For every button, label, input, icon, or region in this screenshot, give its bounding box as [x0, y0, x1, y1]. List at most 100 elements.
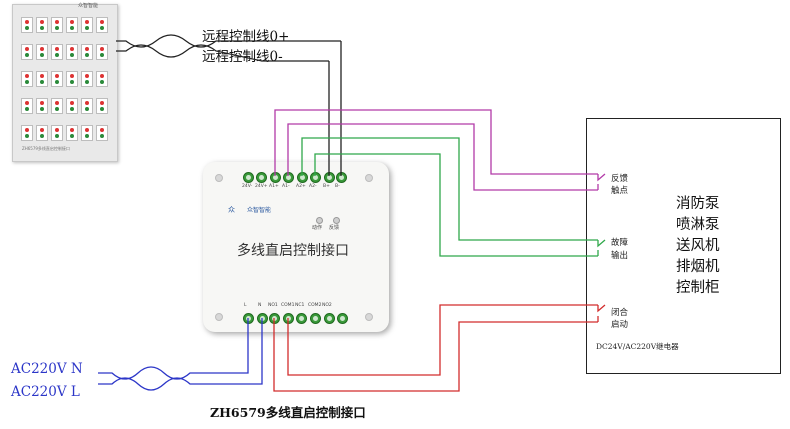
remote-twisted-pair-2	[116, 44, 329, 62]
bottom-terminal-label: NO2	[322, 303, 332, 308]
panel-led-icon	[40, 26, 44, 30]
panel-module	[51, 125, 63, 141]
panel-module	[96, 98, 108, 114]
panel-led-icon	[100, 20, 104, 24]
bottom-terminal-label: NO1	[268, 303, 278, 308]
top-terminal-label: A2-	[309, 184, 317, 189]
panel-led-icon	[40, 20, 44, 24]
top-terminal-label: A2+	[296, 184, 306, 189]
panel-led-icon	[55, 47, 59, 51]
bottom-terminal	[337, 313, 348, 324]
panel-module	[66, 17, 78, 33]
panel-led-icon	[55, 74, 59, 78]
top-terminal	[256, 172, 267, 183]
fault-wire-2	[314, 153, 598, 257]
panel-module	[51, 17, 63, 33]
top-terminal-label: 24V+	[255, 184, 268, 189]
panel-module	[36, 17, 48, 33]
top-terminal-label: A1+	[269, 184, 279, 189]
panel-led-icon	[70, 53, 74, 57]
panel-led-icon	[100, 26, 104, 30]
panel-led-icon	[40, 47, 44, 51]
panel-led-icon	[70, 47, 74, 51]
fault-relay-label-1: 故障	[611, 238, 629, 248]
bottom-terminal	[296, 313, 307, 324]
panel-module	[36, 71, 48, 87]
panel-module	[66, 44, 78, 60]
panel-led-icon	[70, 80, 74, 84]
panel-led-icon	[85, 74, 89, 78]
panel-module	[81, 98, 93, 114]
panel-module	[81, 125, 93, 141]
panel-led-icon	[40, 74, 44, 78]
panel-led-icon	[85, 128, 89, 132]
panel-module	[36, 98, 48, 114]
panel-module	[21, 98, 33, 114]
panel-module	[36, 125, 48, 141]
panel-led-icon	[100, 107, 104, 111]
panel-led-icon	[100, 101, 104, 105]
panel-led-icon	[100, 53, 104, 57]
run-led-icon	[316, 217, 323, 224]
start-relay-label-2: 启动	[611, 320, 629, 330]
panel-led-icon	[25, 107, 29, 111]
bottom-terminal-label: COM2	[308, 303, 322, 308]
mount-hole	[215, 313, 223, 321]
panel-led-icon	[85, 101, 89, 105]
bottom-terminal-label: COM1	[281, 303, 295, 308]
panel-led-icon	[100, 128, 104, 132]
feedback-wire-1	[274, 109, 598, 176]
panel-module	[81, 44, 93, 60]
panel-led-icon	[55, 20, 59, 24]
panel-led-icon	[70, 107, 74, 111]
panel-led-icon	[55, 53, 59, 57]
panel-led-icon	[55, 107, 59, 111]
ac220v-n-label: AC220V N	[11, 361, 83, 377]
panel-led-icon	[25, 134, 29, 138]
feedback-wire-2	[287, 123, 598, 191]
panel-module	[21, 44, 33, 60]
top-terminal-label: 24V-	[242, 184, 253, 189]
panel-module	[81, 71, 93, 87]
top-terminal	[243, 172, 254, 183]
panel-module	[96, 125, 108, 141]
start-relay-label-1: 闭合	[611, 308, 629, 318]
fault-relay-label-2: 输出	[611, 251, 629, 261]
fault-relay-contact	[597, 239, 606, 256]
ac-wire-n	[98, 318, 249, 380]
cabinet-line-5: 控制柜	[676, 280, 720, 296]
panel-led-icon	[25, 47, 29, 51]
led-run-label: 动作	[312, 225, 323, 231]
relay-note: DC24V/AC220V继电器	[596, 342, 679, 351]
mount-hole	[215, 174, 223, 182]
panel-led-icon	[40, 101, 44, 105]
panel-led-icon	[70, 26, 74, 30]
cabinet-line-3: 送风机	[676, 238, 720, 254]
cabinet-line-1: 消防泵	[676, 196, 720, 212]
panel-led-icon	[55, 128, 59, 132]
panel-led-icon	[55, 134, 59, 138]
feedback-relay-label-1: 反馈	[611, 174, 629, 184]
panel-led-icon	[100, 47, 104, 51]
feedback-relay-label-2: 触点	[611, 186, 629, 196]
panel-led-icon	[25, 26, 29, 30]
interface-module	[203, 162, 389, 332]
panel-led-icon	[70, 101, 74, 105]
start-relay-contact	[597, 304, 606, 322]
panel-led-icon	[85, 26, 89, 30]
pump-fan-control-cabinet	[586, 118, 781, 374]
panel-led-icon	[40, 107, 44, 111]
diagram-caption: ZH6579多线直启控制接口	[210, 405, 366, 420]
panel-led-icon	[85, 20, 89, 24]
panel-led-icon	[40, 128, 44, 132]
panel-module	[66, 98, 78, 114]
panel-led-icon	[25, 101, 29, 105]
panel-led-icon	[55, 101, 59, 105]
feedback-relay-contact	[597, 173, 606, 190]
start-wire-2	[273, 318, 598, 392]
panel-led-icon	[100, 134, 104, 138]
panel-module	[36, 44, 48, 60]
panel-led-icon	[70, 20, 74, 24]
panel-module	[96, 71, 108, 87]
